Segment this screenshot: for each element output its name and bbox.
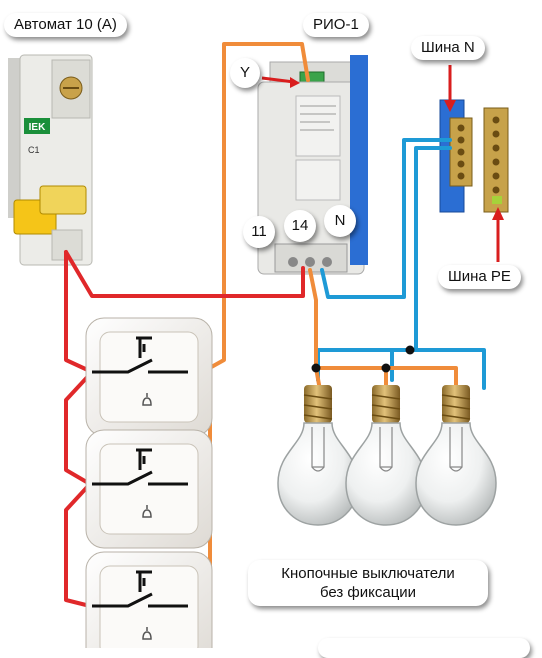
switch-contact xyxy=(92,570,188,608)
junction-dot xyxy=(381,363,391,373)
light-bulb xyxy=(277,385,359,526)
label-push-switches: Кнопочные выключатели без фиксации xyxy=(248,560,488,606)
label-terminal-n: N xyxy=(324,205,356,237)
push-button-switch xyxy=(85,551,213,648)
bulb-cap xyxy=(304,385,332,423)
junction-dot xyxy=(311,363,321,373)
phase-wire-switches xyxy=(64,250,94,608)
label-bus-n: Шина N xyxy=(411,36,485,60)
bus-pe xyxy=(483,107,509,213)
neutral-wire-lamps xyxy=(316,146,486,390)
bulb-glass xyxy=(345,422,427,526)
label-relay: РИО-1 xyxy=(303,13,369,37)
din-rail-left xyxy=(8,58,20,218)
bulb-glass xyxy=(415,422,497,526)
label-partial xyxy=(318,638,530,658)
switch-contact xyxy=(92,448,188,486)
breaker-brand: IEK xyxy=(29,122,46,133)
neutral-wire-relay xyxy=(320,138,452,299)
label-bus-pe: Шина PE xyxy=(438,265,521,289)
circuit-breaker: IEK C1 xyxy=(8,54,93,266)
bulb-cap xyxy=(442,385,470,423)
breaker-rating: C1 xyxy=(28,145,40,155)
callout-arrows xyxy=(261,65,504,262)
label-breaker: Автомат 10 (А) xyxy=(4,13,127,37)
breaker-brand-badge xyxy=(24,118,50,134)
push-button-switch xyxy=(85,317,213,437)
relay-din-clip xyxy=(350,55,368,265)
bulb-glass xyxy=(277,422,359,526)
lamp-wire xyxy=(308,268,458,392)
push-button-switch xyxy=(85,429,213,549)
bell-icon xyxy=(142,627,152,640)
label-terminal-14: 14 xyxy=(284,210,316,242)
relay-rio1 xyxy=(257,55,368,275)
bus-n xyxy=(439,99,473,213)
bell-icon xyxy=(142,393,152,406)
label-terminal-y: Y xyxy=(230,58,260,88)
bell-icon xyxy=(142,505,152,518)
switch-contact xyxy=(92,336,188,374)
label-terminal-11: 11 xyxy=(243,216,275,248)
arrow-to-y xyxy=(261,76,295,84)
light-bulb xyxy=(415,385,497,526)
switch-key xyxy=(99,443,199,535)
junction-dot xyxy=(405,345,415,355)
phase-wire-relay xyxy=(64,250,305,298)
bulb-cap xyxy=(372,385,400,423)
light-bulb xyxy=(345,385,427,526)
switch-key xyxy=(99,331,199,423)
